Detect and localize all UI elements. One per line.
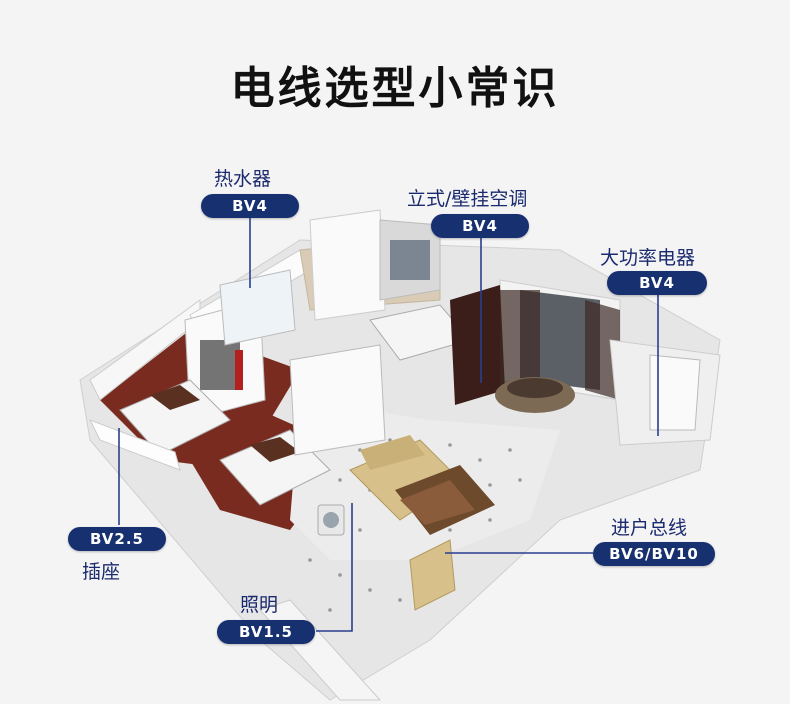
socket-spec-badge: BV2.5: [68, 527, 166, 551]
high-power-appliance-spec-badge: BV4: [607, 271, 707, 295]
air-conditioner-label: 立式/壁挂空调: [407, 188, 528, 210]
main-line-spec-badge: BV6/BV10: [593, 542, 715, 566]
high-power-appliance-label: 大功率电器: [600, 247, 696, 269]
air-conditioner-spec-badge: BV4: [431, 214, 529, 238]
main-line-label: 进户总线: [611, 517, 688, 539]
lighting-spec-badge: BV1.5: [217, 620, 315, 644]
socket-label: 插座: [82, 561, 121, 583]
lighting-label: 照明: [240, 594, 279, 616]
water-heater-spec-badge: BV4: [201, 194, 299, 218]
water-heater-label: 热水器: [214, 168, 272, 190]
page-title: 电线选型小常识: [230, 63, 560, 114]
